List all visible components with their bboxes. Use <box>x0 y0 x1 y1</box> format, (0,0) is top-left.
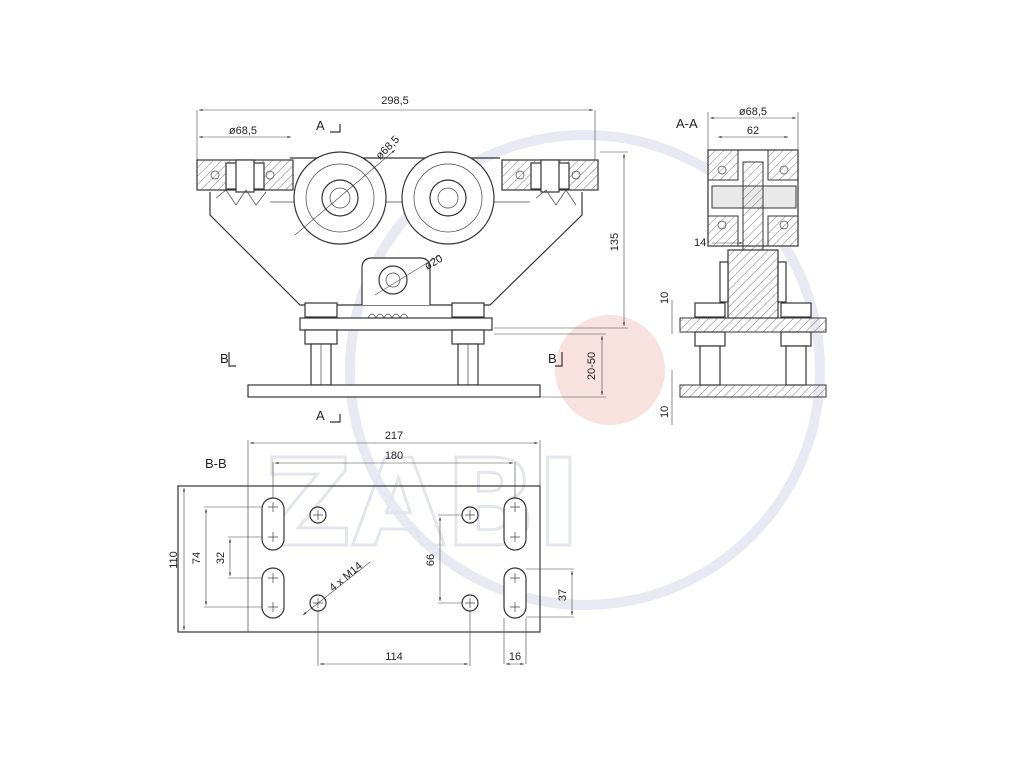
nut <box>304 329 338 345</box>
section-mark-a-top: A <box>316 118 325 133</box>
nut <box>451 329 485 345</box>
dim-adjust: 20-50 <box>586 352 598 380</box>
watermark: ZABI <box>264 130 825 610</box>
dim-aa-14: 14 <box>694 237 706 249</box>
dim-height: 135 <box>609 233 621 251</box>
dim-bb-180: 180 <box>385 450 403 462</box>
section-aa-title: A-A <box>676 116 698 131</box>
mounting-slot <box>503 567 527 619</box>
section-bb-title: B-B <box>205 456 227 471</box>
center-wheel-right <box>401 151 495 245</box>
section-mark-b-left: B <box>220 351 229 366</box>
nut <box>304 302 338 318</box>
watermark-brand: ZABI <box>265 435 581 574</box>
base-plate <box>247 384 541 398</box>
dim-aa-plate-bottom: 10 <box>659 406 671 418</box>
dim-bb-66: 66 <box>425 554 437 566</box>
dim-bb-16: 16 <box>509 651 521 663</box>
right-spring <box>535 189 577 206</box>
dim-aa-wheel-dia: ø68,5 <box>739 106 767 118</box>
nut <box>451 302 485 318</box>
pivot-pin <box>378 265 408 295</box>
aa-top-plate <box>679 317 827 333</box>
watermark-ring <box>345 130 825 610</box>
dim-bb-32: 32 <box>215 552 227 564</box>
center-wheel-left <box>293 151 387 245</box>
dim-bb-74: 74 <box>191 552 203 564</box>
dim-bb-110: 110 <box>168 551 180 569</box>
aa-base-plate <box>679 384 827 398</box>
section-mark-b-right: B <box>548 351 557 366</box>
mounting-slot <box>261 567 285 619</box>
left-spring <box>215 189 267 206</box>
dim-pin-dia: ø20 <box>423 253 445 273</box>
section-aa-view: A-A ø68,5 62 14 10 <box>659 106 827 425</box>
dim-outer-wheel-dia: ø68,5 <box>229 125 257 137</box>
top-plate <box>299 317 493 331</box>
dim-aa-plate-top: 10 <box>659 292 671 304</box>
dim-bb-114: 114 <box>385 651 403 663</box>
dim-bb-217: 217 <box>385 430 403 442</box>
dim-overall-width: 298,5 <box>381 95 409 107</box>
watermark-accent-dot <box>555 315 665 425</box>
dim-bb-37: 37 <box>557 589 569 601</box>
dim-aa-width: 62 <box>747 125 759 137</box>
section-mark-a-bottom: A <box>316 408 325 423</box>
